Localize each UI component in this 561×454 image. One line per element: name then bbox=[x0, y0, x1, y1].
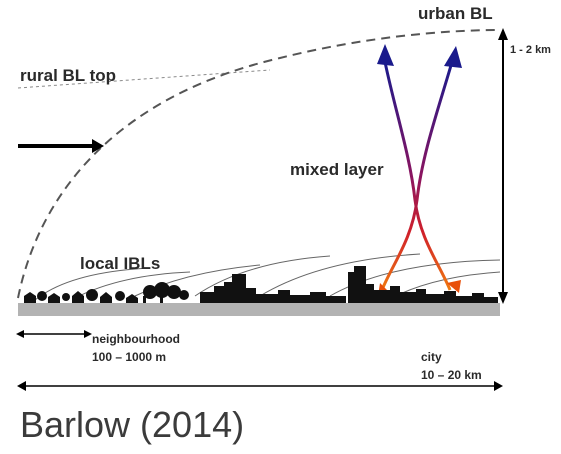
wind-arrow-head bbox=[92, 139, 104, 153]
rural-bl-top-label: rural BL top bbox=[20, 66, 117, 85]
city-text: city bbox=[421, 350, 442, 364]
city-skyline bbox=[24, 266, 498, 303]
ground-strip bbox=[18, 303, 500, 316]
height-range-label: 1 - 2 km bbox=[510, 44, 551, 56]
neighbourhood-text: neighbourhood bbox=[92, 332, 180, 346]
neighbourhood-label: neighbourhood 100 – 1000 m bbox=[92, 330, 180, 366]
city-arrow-left bbox=[17, 381, 26, 391]
city-scale-text: 10 – 20 km bbox=[421, 368, 482, 382]
height-arrow-bottom bbox=[498, 292, 508, 304]
urban-bl-label: urban BL bbox=[418, 4, 493, 23]
plume-left bbox=[383, 61, 452, 291]
neighbourhood-arrow-right bbox=[84, 330, 92, 338]
city-arrow-right bbox=[494, 381, 503, 391]
plume-right-head bbox=[444, 46, 462, 68]
plume-right bbox=[380, 61, 454, 291]
neighbourhood-arrow-left bbox=[16, 330, 24, 338]
neighbourhood-scale-text: 100 – 1000 m bbox=[92, 350, 167, 364]
citation: Barlow (2014) bbox=[20, 404, 245, 445]
plume-right-tail bbox=[447, 280, 461, 293]
urban-bl-curve bbox=[17, 29, 501, 299]
local-ibls-label: local IBLs bbox=[80, 254, 161, 273]
city-label: city 10 – 20 km bbox=[421, 348, 482, 384]
plume-left-head bbox=[377, 44, 394, 66]
height-arrow-top bbox=[498, 28, 508, 40]
mixed-layer-label: mixed layer bbox=[290, 160, 384, 179]
